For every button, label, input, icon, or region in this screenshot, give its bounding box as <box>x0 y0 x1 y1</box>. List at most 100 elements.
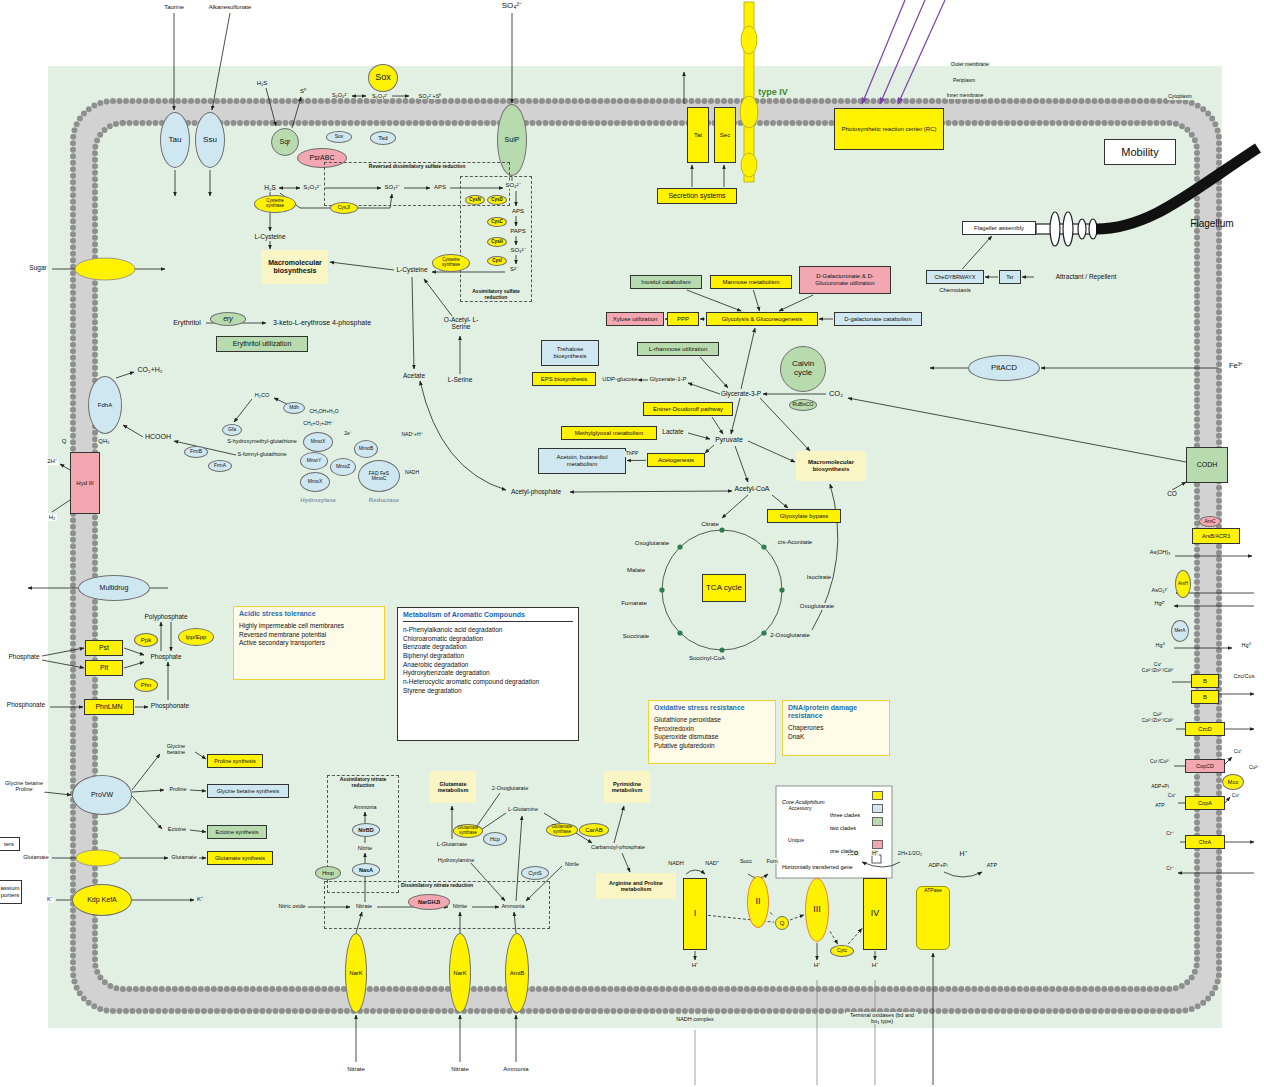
node-text: SulP <box>505 136 520 144</box>
pathway-art <box>848 398 1186 462</box>
metabolite-label: Glycine betaine <box>160 743 192 755</box>
protein-ellipse: MmoX <box>303 432 333 452</box>
protein-ellipse: Gfa <box>222 424 242 436</box>
pathway-box: Glycolysis & Gluconeogenesis <box>706 312 818 326</box>
metabolite-label: Fum <box>766 858 779 864</box>
protein-ellipse: PsrABC <box>297 148 347 168</box>
metabolite-label: NADH <box>404 470 420 476</box>
metabolite-label: Outer membrane <box>950 62 990 68</box>
node-text: Dissimilatory nitrate reduction <box>401 883 473 889</box>
metabolite-label: NADH complex <box>675 1016 715 1022</box>
node-text: FAD FeS MmoC <box>361 471 397 482</box>
metabolite-label: Acetyl-CoA <box>733 485 770 493</box>
pathway-box: Mannose metabolism <box>710 275 792 289</box>
protein-ellipse: MmoB <box>354 440 378 458</box>
legend-text: Horizontally transferred gene <box>782 864 853 870</box>
pathway-box: B <box>1191 690 1219 704</box>
pathway-art <box>199 858 206 859</box>
pathway-art <box>60 464 70 470</box>
pathway-art <box>933 953 934 1085</box>
metabolite-label: L-Serine <box>447 376 474 383</box>
node-text: Kdp KefA <box>87 896 117 904</box>
pathway-box: Glutamate synthesis <box>207 851 273 865</box>
metabolite-label: CO₂ <box>828 390 844 398</box>
metabolite-label: Cu⁺/Cu²⁺ <box>1149 759 1171 765</box>
protein-ellipse: CysJI <box>330 202 358 214</box>
pathway-box: Entner-Doudoroff pathway <box>643 402 733 416</box>
protein-ellipse: Q <box>775 916 789 930</box>
node-text: RuBisCO <box>793 402 814 408</box>
protein-ellipse: CysN <box>465 195 485 205</box>
node-text: Sqr <box>280 138 291 146</box>
node-text: Ssu <box>203 136 217 145</box>
pathway-box: Flageller assembly <box>962 221 1036 235</box>
node-text: Reversed dissimilatory sulfate reduction <box>369 164 465 170</box>
biosynthesis-box: Glutamate metabolism <box>430 771 476 803</box>
pathway-art <box>50 707 83 708</box>
metabolite-label: type IV <box>757 88 789 98</box>
node-text: Arginine and Proline metabolism <box>598 880 674 892</box>
pathway-art <box>1225 797 1230 803</box>
pathway-art <box>123 425 143 437</box>
protein-ellipse: ArsC <box>1199 516 1221 527</box>
metabolite-label: Cytoplasm <box>1167 94 1193 100</box>
protein-ellipse: NasA <box>352 863 380 877</box>
metabolite-label: Hydroxylamine <box>437 857 475 863</box>
node-text: ATPase <box>924 888 941 894</box>
dashed-region: Assimilatory sulfate reductionCysNCysDCy… <box>460 176 532 302</box>
node-text: Ipp/Epp <box>186 634 207 641</box>
pathway-art <box>686 870 705 874</box>
panel-item: n-Phenylalkanoic acid degradation <box>403 626 573 633</box>
protein-ellipse: Hmp <box>315 866 341 880</box>
pathway-art <box>76 850 120 866</box>
pathway-art <box>776 786 892 878</box>
metabolite-label: H₂S <box>263 184 277 191</box>
pathway-art <box>875 980 876 1085</box>
metabolite-label: Phosphate <box>149 653 182 660</box>
pathway-art <box>56 900 72 901</box>
node-text: NarK <box>453 970 467 977</box>
pathway-art <box>722 495 748 518</box>
metabolite-label: Glutamate <box>170 854 197 860</box>
node-text: MmoZ <box>336 464 350 470</box>
pathway-art <box>763 394 826 395</box>
protein-ellipse: FAD FeS MmoC <box>358 460 400 492</box>
metabolite-label: CH₄+O₂+2H⁺ <box>302 421 333 427</box>
protein-ellipse: Multidrug <box>78 575 150 601</box>
node-text: Macromolecular biosynthesis <box>798 459 864 472</box>
panel-item: Putative glutaredoxin <box>654 742 715 749</box>
metabolite-label: Lactate <box>661 428 684 435</box>
pathway-art <box>1178 803 1185 804</box>
protein-ellipse: Mco <box>1222 774 1244 790</box>
node-text: FrmA <box>214 463 226 469</box>
node-text: CysH <box>491 240 503 245</box>
protein-ellipse: Sqr <box>271 128 299 156</box>
biosynthesis-box: Pyrimidine metabolism <box>604 771 650 803</box>
protein-ellipse: NarK <box>345 933 367 1013</box>
pathway-connector <box>700 319 705 320</box>
pathway-box: Trehalose biosynthesis <box>541 340 599 366</box>
protein-ellipse: Tau <box>160 112 190 168</box>
atpase-box: ATPase <box>916 886 950 950</box>
pathway-art <box>712 417 723 434</box>
metabolite-label: Cr⁺ <box>1165 866 1174 872</box>
pathway-box: D-galactonate catabolism <box>834 312 922 326</box>
node-text: CopA <box>1198 800 1212 806</box>
pathway-art <box>195 752 206 759</box>
node-text: Proline synthesis <box>214 758 256 764</box>
pathway-box: IV <box>863 878 887 950</box>
protein-ellipse: Kdp KefA <box>72 884 132 916</box>
protein-ellipse: CysD <box>487 195 507 205</box>
pathway-box: Secretion systems <box>657 188 737 204</box>
metabolite-label: K⁺ <box>46 896 54 903</box>
metabolite-label: Ammonia <box>502 1066 529 1073</box>
node-text: CynS <box>528 870 541 876</box>
node-text: Pit <box>100 664 108 672</box>
metabolite-label: Ectoine <box>167 826 187 832</box>
metabolite-label: Hg²⁺ <box>1154 600 1167 606</box>
metabolite-label: Accessory <box>787 806 812 812</box>
biosynthesis-box: Arginine and Proline metabolism <box>596 873 676 899</box>
pathway-art <box>695 1030 696 1085</box>
metabolite-label: Oxoglutarate <box>634 540 670 547</box>
pathway-art <box>420 381 506 490</box>
